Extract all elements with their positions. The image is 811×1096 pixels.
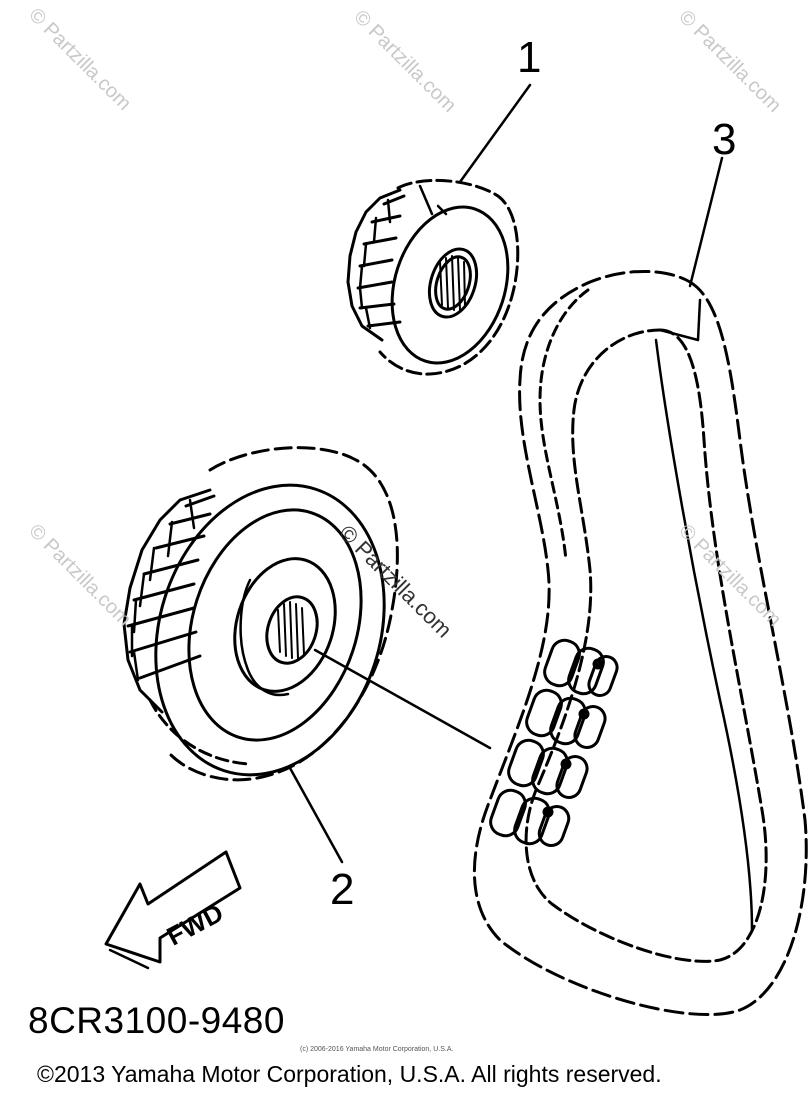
callout-number-2: 2 <box>330 865 355 914</box>
leader-line-1 <box>458 83 532 184</box>
callout-number-3: 3 <box>712 115 737 164</box>
sprocket-large-icon[interactable] <box>120 446 421 805</box>
callout-number-1: 1 <box>517 33 542 82</box>
chain-icon[interactable] <box>472 269 808 1017</box>
chain-links <box>489 638 619 848</box>
hub-to-chain-line <box>313 648 492 750</box>
small-copyright: (c) 2006-2016 Yamaha Motor Corporation, … <box>300 1046 454 1053</box>
fwd-label: FWD <box>162 897 228 951</box>
leader-line-2 <box>288 766 344 864</box>
fwd-arrow-icon: FWD <box>104 850 242 970</box>
diagram-part-code: 8CR3100-9480 <box>28 1000 285 1041</box>
sprocket-small-icon[interactable] <box>346 179 527 378</box>
leader-line-3 <box>688 156 724 288</box>
copyright-notice: ©2013 Yamaha Motor Corporation, U.S.A. A… <box>37 1061 662 1087</box>
